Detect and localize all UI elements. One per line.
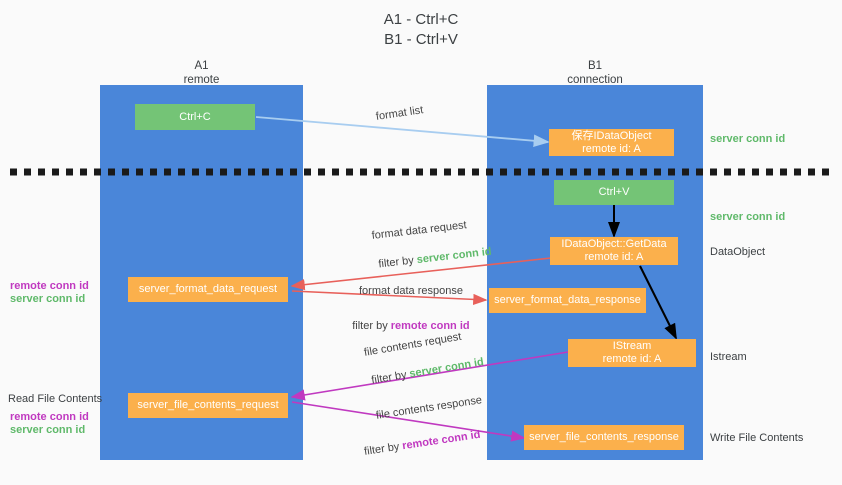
node-ctrl-v-label: Ctrl+V [598, 186, 630, 198]
filter-key-remote-conn-id-1: remote conn id [390, 320, 470, 332]
node-ctrl-c[interactable]: Ctrl+C [135, 104, 255, 130]
annotation-remote-conn-id-1: remote conn id [10, 280, 89, 292]
node-save-idataobject-label: 保存IDataObject remote id: A [571, 129, 652, 155]
node-server-file-contents-response[interactable]: server_file_contents_response [524, 425, 684, 450]
title-line-2: B1 - Ctrl+V [384, 31, 458, 48]
node-server-format-data-response[interactable]: server_format_data_response [489, 288, 646, 313]
node-istream-label: IStream remote id: A [602, 340, 662, 365]
node-ctrl-c-label: Ctrl+C [179, 110, 211, 123]
annotation-server-conn-id-mid: server conn id [710, 211, 786, 223]
annotation-write-file-contents: Write File Contents [710, 432, 804, 444]
lane-a1-role: remote [183, 73, 220, 86]
annotation-remote-conn-id-2: remote conn id [10, 411, 89, 423]
node-idataobject-getdata[interactable]: IDataObject::GetData remote id: A [550, 237, 678, 265]
filter-key-server-conn-id-2: server conn id [408, 356, 485, 381]
lane-header-a1: A1 remote [100, 60, 303, 87]
filter-prefix-3: filter by [370, 368, 411, 387]
annotation-server-conn-id-top: server conn id [710, 133, 786, 145]
annotation-read-file-contents: Read File Contents [8, 393, 103, 405]
title-line-1: A1 - Ctrl+C [383, 11, 459, 28]
node-server-file-contents-response-label: server_file_contents_response [529, 431, 679, 443]
node-istream[interactable]: IStream remote id: A [568, 339, 696, 367]
node-server-file-contents-request[interactable]: server_file_contents_request [128, 393, 288, 418]
node-idataobject-getdata-label: IDataObject::GetData remote id: A [561, 238, 667, 263]
annotation-server-conn-id-left-2: server conn id [10, 424, 86, 436]
node-ctrl-v[interactable]: Ctrl+V [554, 180, 674, 205]
node-server-format-data-request[interactable]: server_format_data_request [128, 277, 288, 302]
lane-a1-name: A1 [194, 60, 209, 72]
filter-key-server-conn-id-1: server conn id [416, 245, 493, 267]
node-server-format-data-request-label: server_format_data_request [138, 283, 278, 295]
edge-label-file-contents-response-filter: filter by remote conn id [349, 414, 483, 475]
annotation-dataobject: DataObject [710, 246, 766, 258]
node-server-file-contents-request-label: server_file_contents_request [137, 399, 279, 411]
edge-label-format-data-response: format data response [359, 285, 463, 297]
filter-prefix-4: filter by [363, 440, 404, 458]
lane-b1-role: connection [567, 73, 623, 86]
filter-key-remote-conn-id-2: remote conn id [401, 428, 482, 453]
node-save-idataobject[interactable]: 保存IDataObject remote id: A [549, 129, 674, 156]
filter-prefix-2: filter by [352, 320, 391, 332]
lane-header-b1: B1 connection [487, 60, 703, 87]
edge-label-format-list: format list [375, 104, 425, 123]
filter-prefix-1: filter by [377, 254, 418, 271]
page-title: A1 - Ctrl+C B1 - Ctrl+V [0, 10, 842, 50]
edge-label-format-data-response-filter: filter by remote conn id [340, 305, 470, 347]
lane-b1-name: B1 [587, 60, 603, 72]
annotation-server-conn-id-left-1: server conn id [10, 293, 86, 305]
annotation-istream: Istream [710, 351, 747, 363]
node-server-format-data-response-label: server_format_data_response [494, 294, 641, 306]
